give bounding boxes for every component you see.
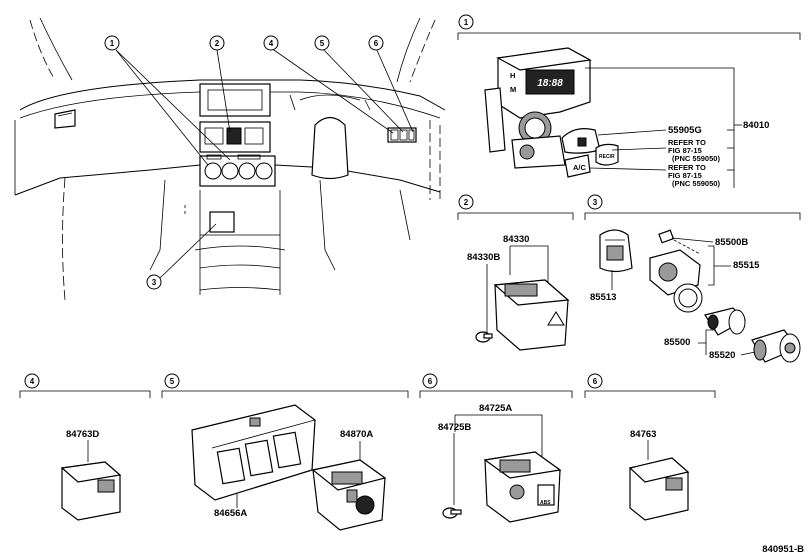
svg-text:3: 3 [593, 198, 598, 207]
svg-text:A/C: A/C [573, 163, 587, 172]
label-85520: 85520 [709, 350, 735, 361]
svg-text:6: 6 [428, 377, 433, 386]
svg-text:5: 5 [320, 39, 325, 48]
ref1-line1: REFER TO [668, 138, 706, 147]
switch-84763D [60, 461, 122, 521]
switch-84725A: ABS [483, 451, 562, 523]
figure-code: 840951-B [762, 544, 804, 555]
label-85515: 85515 [733, 260, 760, 271]
section-3: 3 85513 85500B 85515 [584, 194, 801, 363]
switch-84763 [628, 457, 690, 521]
callout-1-top: 1 [104, 35, 120, 51]
label-84330: 84330 [503, 234, 529, 245]
svg-text:18:88: 18:88 [537, 78, 563, 89]
switch-ac: A/C [564, 154, 591, 178]
callout-5-top: 5 [314, 35, 330, 51]
socket-85515 [649, 249, 703, 313]
switch-55905G [561, 128, 601, 154]
svg-text:4: 4 [30, 377, 35, 386]
svg-text:M: M [510, 85, 516, 94]
section-6-center: 6 84725A 84725B ABS [419, 373, 573, 523]
svg-text:1: 1 [464, 18, 469, 27]
label-85513: 85513 [590, 292, 616, 303]
clock-control-assembly: 18:88 H M [484, 47, 592, 169]
label-84725A: 84725A [479, 403, 512, 414]
ref2-line2: FIG 87-15 [668, 171, 702, 180]
ref2-line3: (PNC 559050) [672, 179, 720, 188]
bezel-84656A [191, 404, 316, 501]
label-85500: 85500 [664, 337, 690, 348]
lighter-knob-85520 [751, 329, 801, 363]
svg-text:3: 3 [152, 278, 157, 287]
ref1-line2: FIG 87-15 [668, 146, 702, 155]
ref2-line1: REFER TO [668, 163, 706, 172]
section-6-right: 6 84763 [584, 373, 716, 521]
svg-text:6: 6 [374, 39, 379, 48]
section-2: 2 84330 84330B [457, 194, 574, 351]
lighter-body-85500 [704, 307, 746, 336]
label-55905G: 55905G [668, 125, 702, 136]
section-1: 1 18:88 H M A/C RECIR [457, 14, 801, 188]
callout-3-dash: 3 [146, 274, 162, 290]
screw-84330B [475, 331, 493, 343]
ref1-line3: (PNC 559050) [672, 154, 720, 163]
svg-text:5: 5 [170, 377, 175, 386]
svg-text:2: 2 [215, 39, 220, 48]
callout-leaders [115, 47, 414, 279]
screw-84725B [442, 507, 462, 519]
label-84656A: 84656A [214, 508, 247, 519]
svg-text:4: 4 [269, 39, 274, 48]
bulb-85500B [658, 229, 701, 255]
label-85500B: 85500B [715, 237, 748, 248]
switch-recirc: RECIR [595, 143, 619, 166]
label-84870A: 84870A [340, 429, 373, 440]
svg-text:ABS: ABS [540, 500, 551, 506]
hazard-switch-84330 [493, 279, 570, 351]
svg-text:2: 2 [464, 198, 469, 207]
svg-text:RECIR: RECIR [599, 154, 615, 160]
svg-text:H: H [510, 71, 515, 80]
section-4: 4 84763D [19, 373, 151, 521]
svg-text:1: 1 [110, 39, 115, 48]
label-84010: 84010 [743, 120, 769, 131]
label-84330B: 84330B [467, 252, 500, 263]
callout-4-top: 4 [263, 35, 279, 51]
socket-85513 [599, 229, 633, 273]
callout-2-top: 2 [209, 35, 225, 51]
callout-6-top: 6 [368, 35, 384, 51]
label-84763D: 84763D [66, 429, 99, 440]
dashboard-overview [14, 17, 446, 301]
mirror-switch-84870A [311, 459, 387, 531]
section-5: 5 84656A 84870A [161, 373, 409, 531]
svg-text:6: 6 [593, 377, 598, 386]
label-84763: 84763 [630, 429, 656, 440]
